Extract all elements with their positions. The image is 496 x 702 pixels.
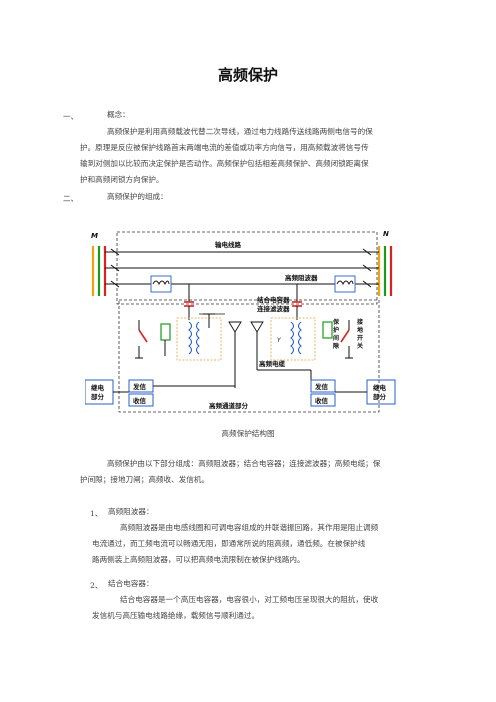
right-transmitter-label: 发信 [314, 382, 329, 391]
coupling-capacitor-label: 结合电容器 [257, 295, 290, 304]
switch-label-3: 开 [357, 334, 363, 342]
left-relay-line-1: 继电 [91, 383, 105, 392]
left-ground-switch [135, 320, 148, 359]
right-ground-switch [340, 320, 353, 359]
gap-label-1: 保 [332, 318, 340, 326]
item-1-number: 1、 [90, 509, 103, 518]
gap-label-4: 隙 [333, 342, 339, 350]
summary-line-1: 高频保护由以下部分组成：高频阻波器；结合电容器；连接滤波器；高频电缆；保 [107, 459, 381, 468]
label-m: M [91, 232, 98, 240]
wave-trap-left [150, 275, 172, 293]
left-transmitter-label: 发信 [132, 382, 147, 391]
right-protection-gap [322, 321, 333, 339]
right-receiver-box [310, 393, 336, 407]
item-1-line-1: 高频阻波器是由电感线圈和可调电容组成的并联谐振回路，其作用是阻止调频 [120, 523, 379, 532]
right-relay-line-1: 继电 [373, 383, 387, 392]
label-n: N [383, 230, 389, 238]
switch-label-1: 接 [356, 318, 363, 326]
item-2-line-2: 发信机与高压输电线路绝缘，载频信号顺利通过。 [92, 611, 260, 620]
page-title: 高频保护 [217, 66, 278, 84]
item-2-number: 2、 [90, 581, 103, 590]
filter-label: 连接滤波器 [257, 304, 290, 313]
left-receiver-box [128, 393, 154, 407]
protection-structure-diagram: M N 输电线路 高频阻波器 结合电容器 连接滤波器 [85, 230, 396, 413]
item-1-line-2: 电流通过，而工频电流可以畅通无阻，即通常所说的阻高频，通低频。在被保护线 [92, 539, 366, 548]
switch-label-2: 地 [357, 326, 363, 334]
left-filter-box [176, 317, 222, 361]
gap-label-2: 护 [333, 326, 339, 334]
section-1-heading: 概念： [107, 110, 130, 119]
section-2-number: 二、 [63, 194, 79, 203]
cable-label: 高频电缆 [259, 359, 286, 368]
section-1-line-1: 高频保护是利用高频载波代替二次导线，通过电力线路传送线路两侧电信号的保 [107, 127, 373, 136]
item-1-line-3: 路两侧装上高频阻波器，可以把高频电流限制在被保护线路内。 [92, 555, 305, 564]
section-1-number: 一、 [63, 112, 79, 121]
right-relay-line-2: 部分 [373, 392, 387, 401]
left-receiver-label: 收信 [133, 396, 147, 405]
section-1-line-4: 护和高频闭锁方向保护。 [80, 175, 164, 184]
right-receiver-label: 收信 [315, 396, 329, 405]
item-1-heading: 高频阻波器： [108, 507, 154, 516]
section-1-line-3: 输到对侧加以比较而决定保护是否动作。高频保护包括相差高频保护、高频闭锁距离保 [80, 159, 369, 168]
switch-label-4: 关 [357, 342, 363, 350]
right-transmitter-box [310, 379, 336, 393]
gap-label-3: 间 [333, 334, 339, 342]
wave-trap-label: 高频阻波器 [285, 273, 318, 282]
channel-label: 高频通道部分 [209, 401, 249, 410]
figure-caption: 高频保护结构图 [221, 428, 275, 438]
left-relay-line-2: 部分 [91, 392, 105, 401]
section-2-heading: 高频保护的组成： [107, 192, 168, 201]
left-protection-gap [160, 323, 171, 341]
summary-line-2: 护间隙；接地刀闸；高频收、发信机。 [80, 475, 210, 484]
wave-trap-right [334, 275, 356, 293]
item-2-line-1: 结合电容器是一个高压电容器，电容很小，对工频电压呈现很大的阻抗，使收 [120, 595, 379, 604]
filter-y-label: Y [277, 337, 282, 344]
line-label: 输电线路 [215, 240, 242, 249]
item-2-heading: 结合电容器： [108, 579, 154, 588]
section-1-line-2: 护。原理是反应被保护线路首末两端电流的差值或功率方向信号，用高频载波将信号传 [80, 143, 369, 152]
device-zone-dashed [118, 299, 380, 413]
right-filter-box [270, 317, 316, 361]
